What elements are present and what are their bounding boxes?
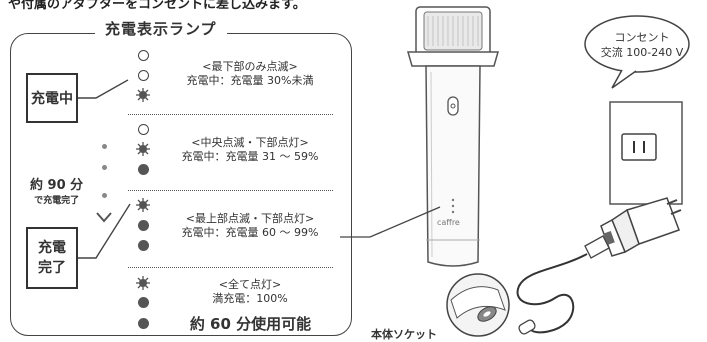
wall-outlet-icon [609,101,683,205]
time-label-main: 約 90 分 [30,178,84,193]
header-instruction: や付属のアダプターをコンセントに差し込みます。 [8,0,306,12]
lamp-bottom-on [138,240,149,251]
socket-magnifier [446,273,510,337]
state-charging-box: 充電中 [26,73,78,123]
row-divider [128,114,333,115]
row-divider [128,267,333,268]
state-charging-label: 充電中 [31,91,73,107]
state-complete-line1: 充電 [38,240,66,256]
progress-dot [102,193,107,198]
row3-title: <最上部点滅・下部点灯> [185,212,315,225]
shaver-illustration [407,6,499,267]
row3-desc: <最上部点滅・下部点灯> 充電中：充電量 60 ～ 99% [160,212,340,240]
ac-adapter-icon [516,197,682,335]
brand-logo: caffre [437,218,460,227]
lamp-middle-on [138,220,149,231]
outlet-label: コンセント 交流 100-240 V [590,30,694,60]
row1-title: <最下部のみ点滅> [202,60,298,73]
progress-dot [102,144,107,149]
lamp-pointer-line [340,206,441,238]
outlet-label-line1: コンセント [614,31,670,44]
lamp-middle-on [138,297,149,308]
lamp-middle-blinking-icon [136,142,150,156]
chevron-down-icon [96,212,112,223]
lamp-middle-off [138,70,149,81]
lamp-top-off [138,124,149,135]
time-label: 約 90 分 で充電完了 [30,174,83,206]
row2-detail: 充電中：充電量 31 ～ 59% [181,150,319,163]
state-complete-box: 充電 完了 [26,227,78,289]
lamp-bottom-on [138,318,149,329]
row4-desc: <全て点灯> 満充電：100% [160,278,340,306]
time-label-sub: で充電完了 [34,196,80,206]
socket-label: 本体ソケット [371,328,437,341]
lamp-bottom-on [138,164,149,175]
row4-runtime: 約 60 分使用可能 [189,315,312,333]
outlet-speech-bubble [584,15,690,89]
row4-title: <全て点灯> [218,278,282,291]
row1-detail: 充電中：充電量 30%未満 [186,74,314,87]
progress-dot [102,165,107,170]
lamp-bottom-blinking-icon [136,88,150,102]
lamp-top-blinking-icon [136,198,150,212]
lamp-top-on-icon [136,276,150,290]
lamp-top-off [138,50,149,61]
row2-title: <中央点滅・下部点灯> [191,136,309,149]
row3-detail: 充電中：充電量 60 ～ 99% [181,226,319,239]
row-divider [128,190,333,191]
row4-detail: 満充電：100% [212,292,288,305]
connector-lines [78,79,131,259]
outlet-label-line2: 交流 100-240 V [600,46,684,59]
panel-title: 充電表示ランプ [95,18,227,39]
state-complete-line2: 完了 [38,260,66,276]
row2-desc: <中央点滅・下部点灯> 充電中：充電量 31 ～ 59% [160,136,340,164]
row1-desc: <最下部のみ点滅> 充電中：充電量 30%未満 [170,60,330,88]
